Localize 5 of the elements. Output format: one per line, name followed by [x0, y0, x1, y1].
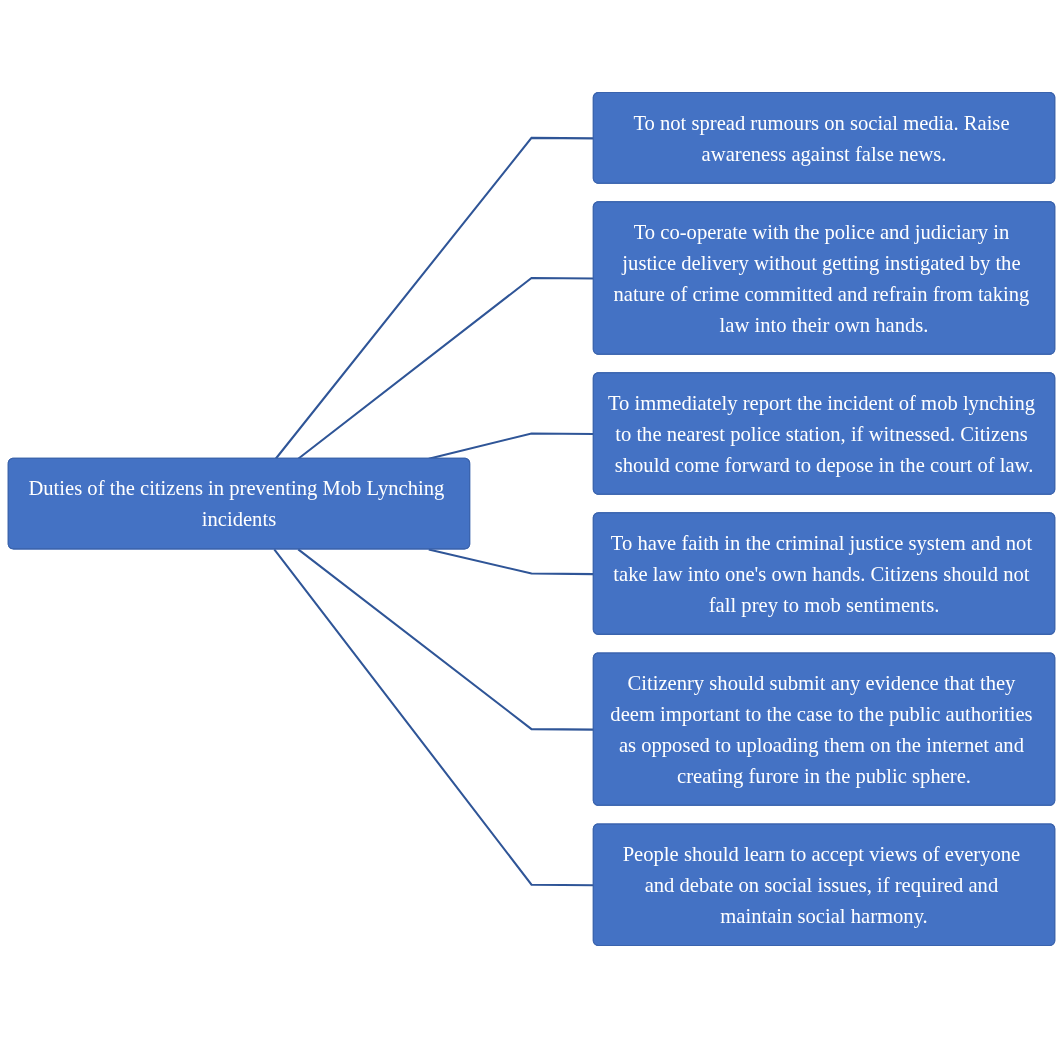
connector	[274, 136, 594, 460]
connector	[428, 548, 594, 576]
connector	[297, 548, 594, 731]
connector	[273, 548, 594, 887]
connector	[297, 276, 594, 460]
